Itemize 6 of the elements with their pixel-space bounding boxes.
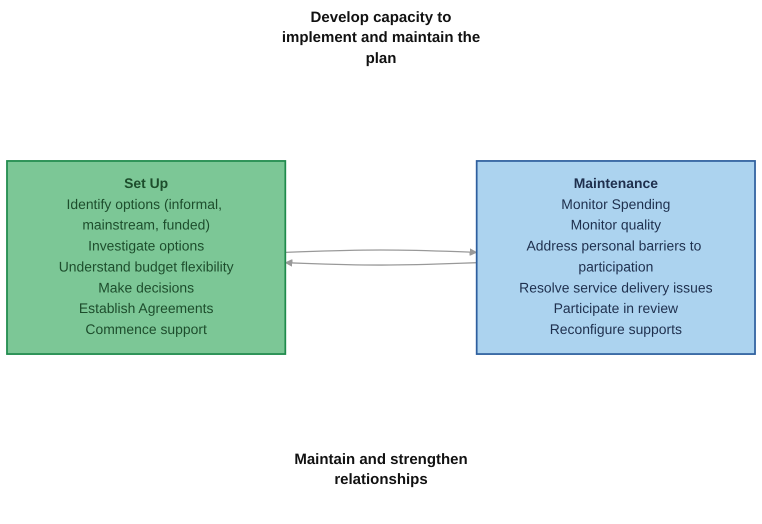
arrow (284, 259, 477, 267)
arrow (285, 248, 478, 256)
node-box: Set Up Identify options (informal, mainstream, funded) Investigate options Understand budget flexibility Make decisions Establish Agreements Commence support (6, 160, 286, 355)
note-text: Develop capacity to implement and maintain the plan (281, 8, 481, 68)
note-text: Maintain and strengthen relationships (293, 450, 469, 490)
node-box: Maintenance Monitor Spending Monitor quality Address personal barriers to participation Resolve service delivery issues Participate in review Reconfigure supports (476, 160, 756, 355)
